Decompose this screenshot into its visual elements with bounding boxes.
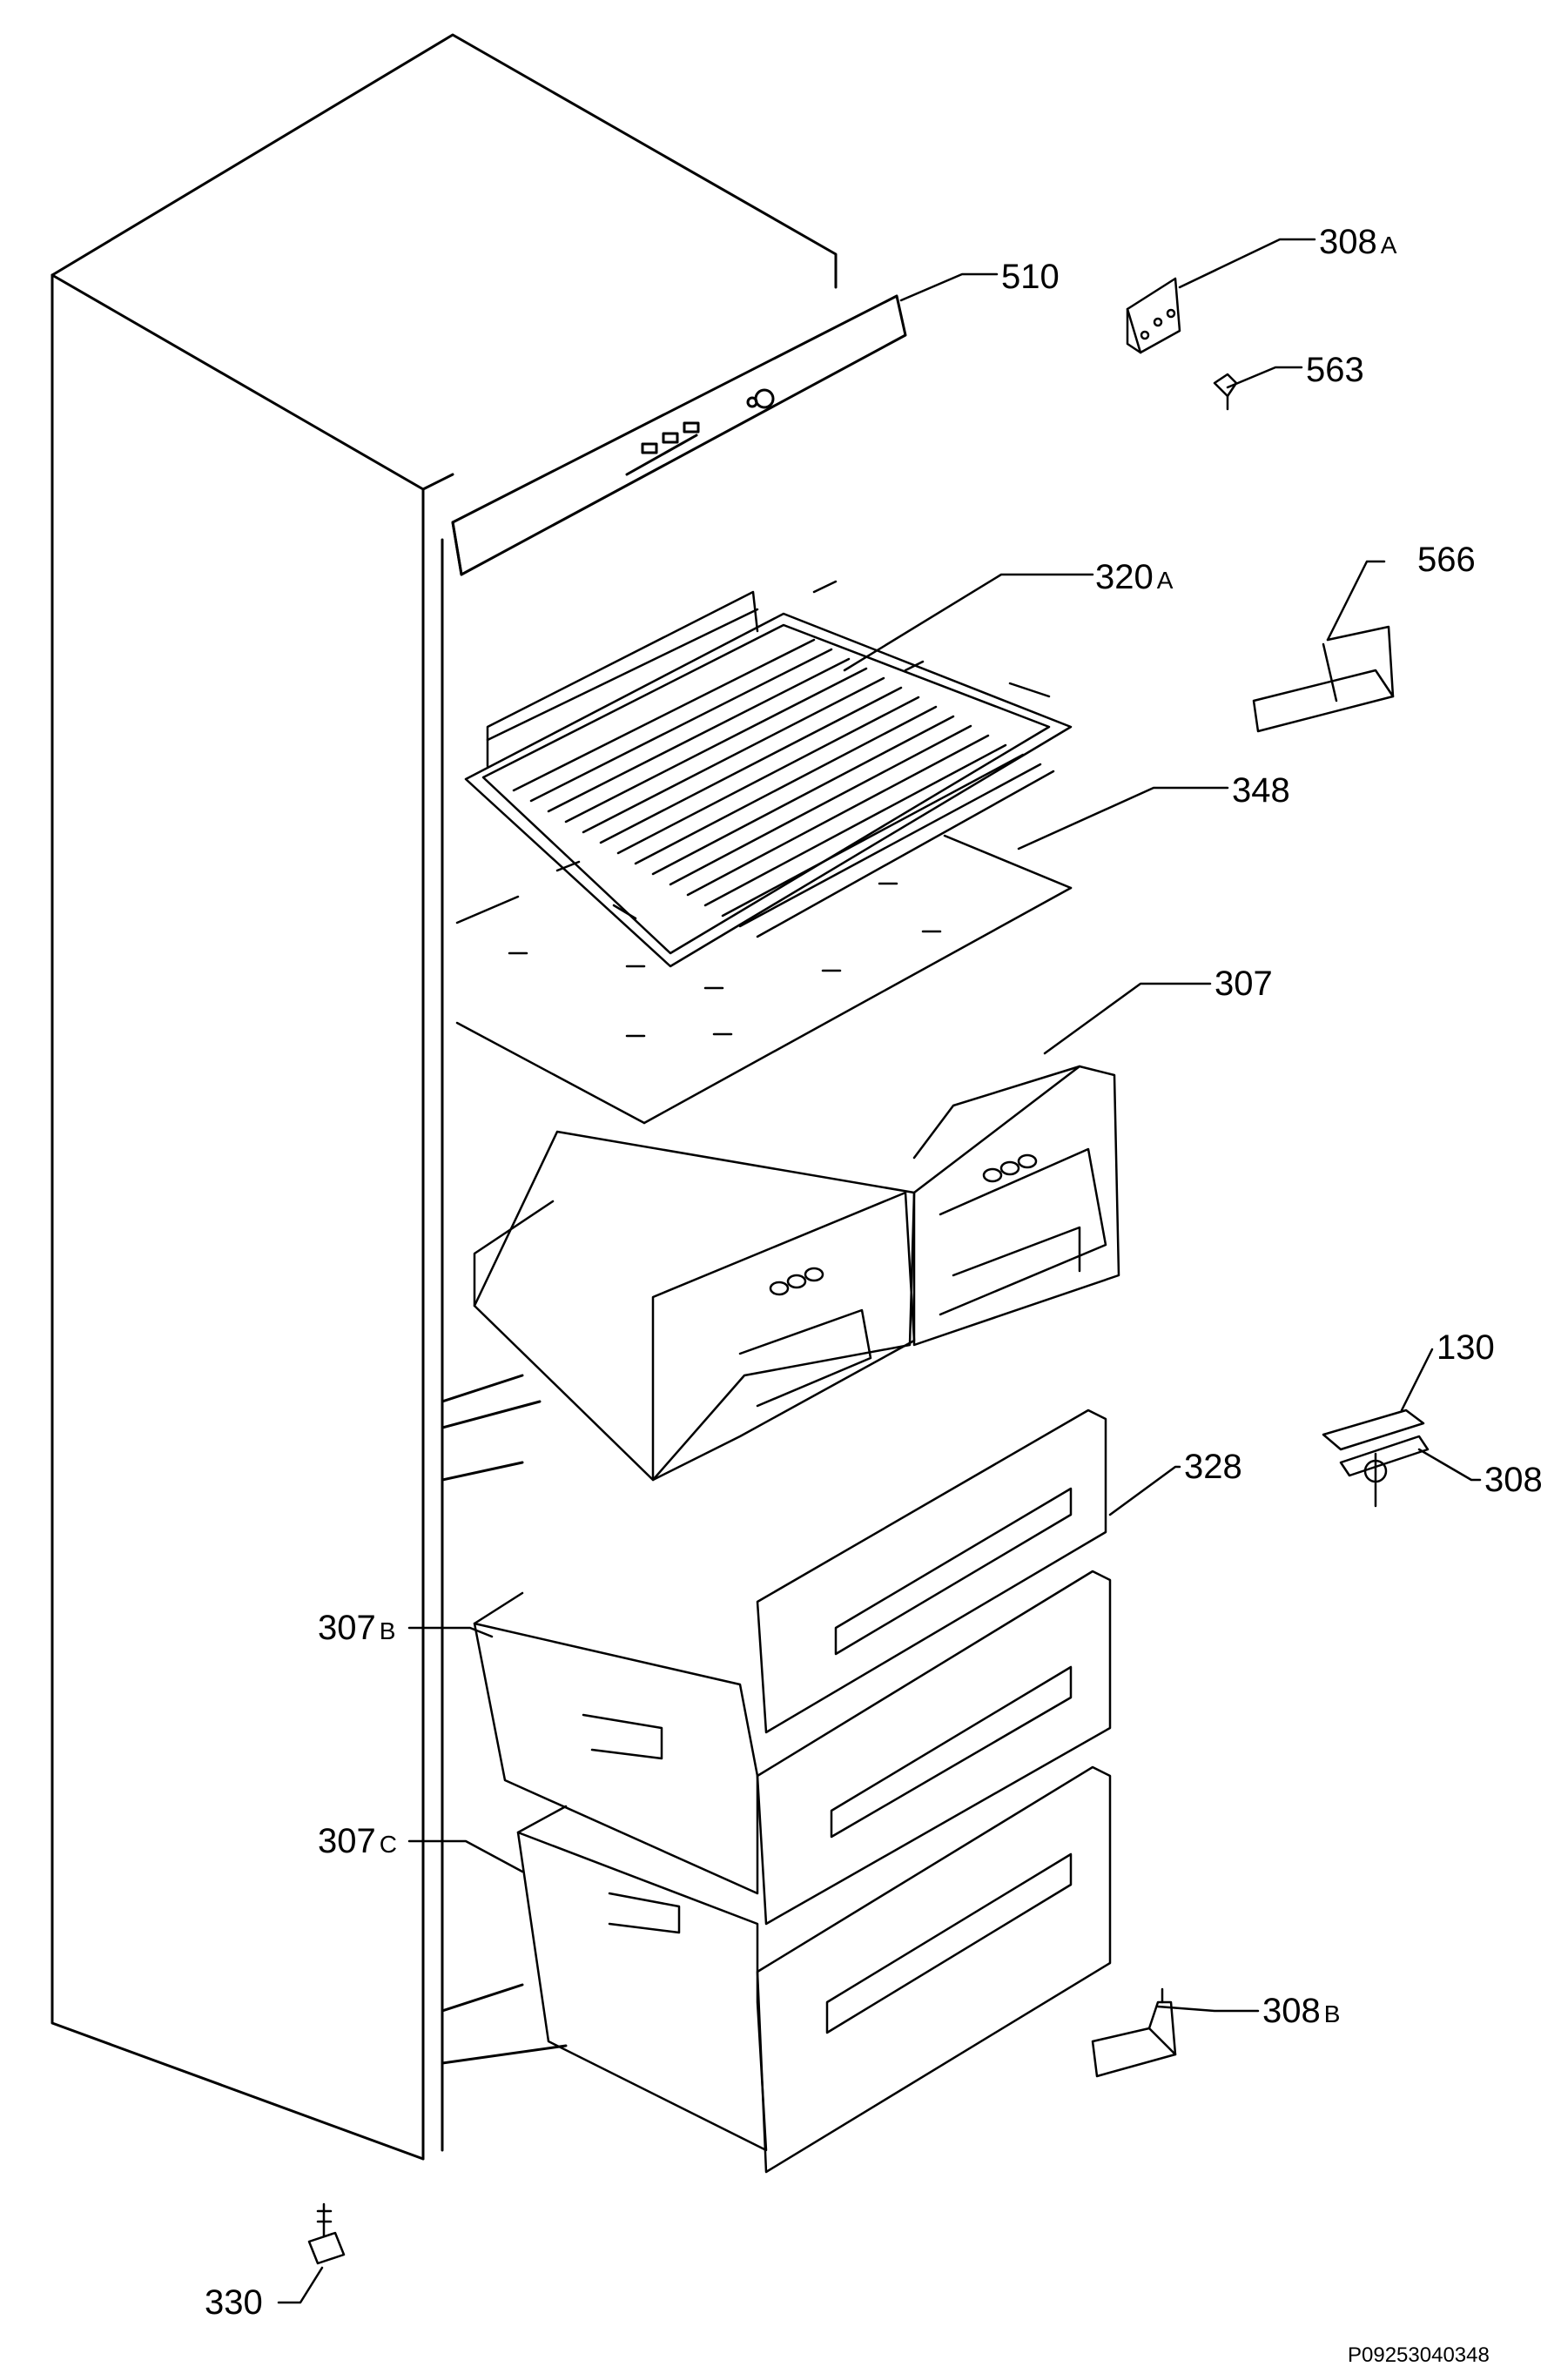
part-label-348: 348 [1232, 771, 1290, 810]
part-label-566: 566 [1417, 541, 1476, 579]
part-label-510: 510 [1001, 258, 1060, 296]
document-id: P09253040348 [1348, 2343, 1490, 2367]
part-label-563: 563 [1306, 351, 1364, 389]
wire-shelf [464, 580, 1073, 968]
adjustable-foot [307, 2202, 346, 2265]
control-panel [451, 294, 907, 576]
hinge-130-308 [1322, 1409, 1430, 1508]
hinge-308a [1126, 277, 1238, 411]
part-label-308: 308 [1484, 1461, 1543, 1499]
hinge-308b [1091, 1987, 1177, 2078]
glass-shelf [455, 834, 1073, 1125]
crisper-drawers [473, 1065, 1120, 1482]
part-label-328: 328 [1184, 1448, 1242, 1486]
leader-lines [277, 238, 1482, 2304]
part-label-130: 130 [1437, 1328, 1495, 1367]
freezer-baskets [473, 1591, 768, 2152]
part-label-330: 330 [205, 2283, 263, 2322]
drawer-fronts [756, 1409, 1112, 2174]
cabinet-outline [50, 33, 838, 2161]
part-label-307: 307 [1214, 965, 1273, 1003]
bracket-566 [1252, 625, 1395, 733]
